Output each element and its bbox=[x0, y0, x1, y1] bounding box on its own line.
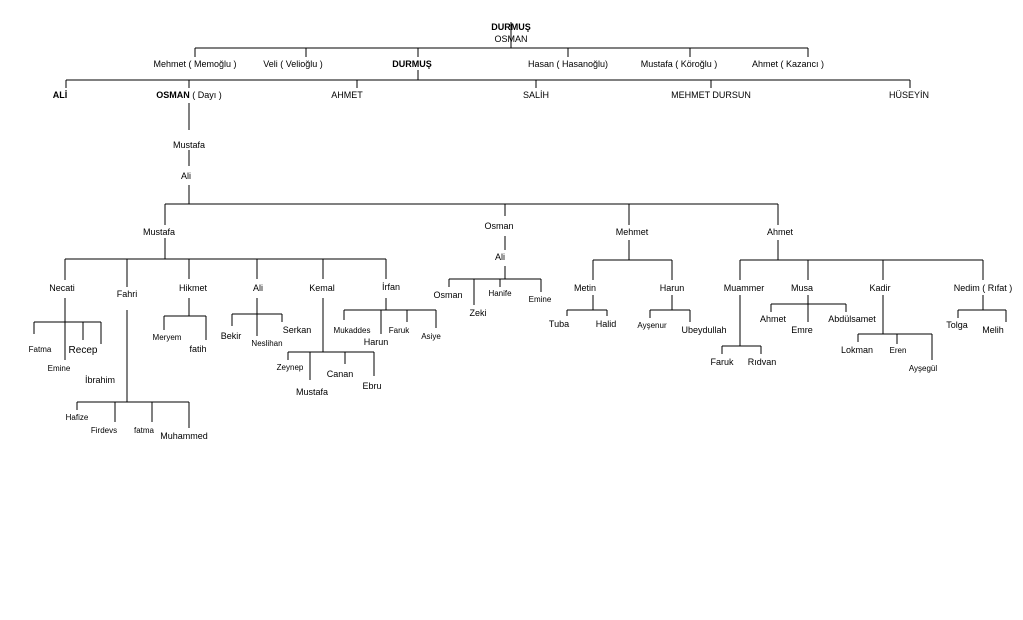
node-recep: Recep bbox=[68, 345, 98, 356]
node-irfan: İrfan bbox=[381, 282, 401, 292]
osman-name: OSMAN bbox=[156, 90, 190, 100]
node-fahri: Fahri bbox=[116, 289, 138, 299]
node-kemal: Kemal bbox=[309, 283, 335, 293]
node-muammer: Muammer bbox=[723, 283, 765, 293]
node-muhammed: Muhammed bbox=[160, 431, 208, 441]
node-necati: Necati bbox=[49, 283, 75, 293]
node-abdulsamet: Abdülsamet bbox=[828, 314, 876, 324]
node-ali-upper: ALİ bbox=[52, 90, 68, 100]
node-durmus: DURMUŞ bbox=[392, 59, 432, 69]
node-meryem: Meryem bbox=[152, 333, 182, 342]
node-kadir: Kadir bbox=[869, 283, 891, 293]
node-ahmet-upper: AHMET bbox=[331, 90, 363, 100]
node-emine-necati: Emine bbox=[47, 364, 71, 373]
node-ridvan: Rıdvan bbox=[747, 357, 777, 367]
node-mustafa-gen3: Mustafa bbox=[172, 140, 206, 150]
node-emine-osman: Emine bbox=[528, 295, 552, 304]
node-aysegul: Ayşegül bbox=[908, 364, 938, 373]
node-faruk-irfan: Faruk bbox=[388, 326, 410, 335]
node-metin: Metin bbox=[573, 283, 597, 293]
node-ubeydullah: Ubeydullah bbox=[681, 325, 727, 335]
node-bekir: Bekir bbox=[220, 331, 242, 341]
node-ahmet-kazanci: Ahmet ( Kazancı ) bbox=[751, 59, 825, 69]
node-ibrahim: İbrahim bbox=[84, 375, 116, 385]
node-ebru: Ebru bbox=[362, 381, 382, 391]
node-emre: Emre bbox=[791, 325, 813, 335]
node-mehmet-gen4: Mehmet bbox=[615, 227, 649, 237]
node-fatih: fatih bbox=[189, 344, 207, 354]
node-ahmet-musa-son: Ahmet bbox=[759, 314, 787, 324]
node-serkan: Serkan bbox=[282, 325, 312, 335]
node-mehmet-dursun: MEHMET DURSUN bbox=[671, 90, 751, 100]
node-musa: Musa bbox=[790, 283, 814, 293]
node-hanife: Hanife bbox=[488, 289, 512, 298]
node-faruk-muammer: Faruk bbox=[710, 357, 734, 367]
node-veli-velioglu: Veli ( Velioğlu ) bbox=[263, 59, 323, 69]
osman-nickname: ( Dayı ) bbox=[189, 90, 222, 100]
node-halid: Halid bbox=[595, 319, 617, 329]
node-fatma-fahri: fatma bbox=[133, 426, 155, 435]
node-osman-gen6: Osman bbox=[433, 290, 463, 300]
node-lokman: Lokman bbox=[840, 345, 874, 355]
node-zeynep: Zeynep bbox=[276, 363, 304, 372]
node-hafize: Hafize bbox=[65, 413, 89, 422]
node-asiye: Asiye bbox=[421, 332, 441, 341]
node-mustafa-koroglu: Mustafa ( Köroğlu ) bbox=[640, 59, 718, 69]
node-nedim-rifat: Nedim ( Rıfat ) bbox=[953, 283, 1013, 293]
node-tolga: Tolga bbox=[946, 320, 968, 330]
node-fatma-necati: Fatma bbox=[28, 345, 52, 354]
node-mustafa-gen4: Mustafa bbox=[142, 227, 176, 237]
node-osman-gen4: Osman bbox=[484, 221, 514, 231]
node-harun-irfan: Harun bbox=[363, 337, 389, 347]
node-ali-gen3: Ali bbox=[180, 171, 192, 181]
node-mukaddes: Mukaddes bbox=[333, 326, 371, 335]
node-osman-son-ali: Ali bbox=[494, 252, 506, 262]
node-mehmet-memoglu: Mehmet ( Memoğlu ) bbox=[153, 59, 237, 69]
node-hasan-hasanoglu: Hasan ( Hasanoğlu) bbox=[527, 59, 609, 69]
node-tuba: Tuba bbox=[548, 319, 570, 329]
node-osman-dayi: OSMAN ( Dayı ) bbox=[156, 91, 222, 100]
root-surname: OSMAN bbox=[494, 34, 528, 44]
root-name: DURMUŞ bbox=[491, 22, 531, 32]
node-eren: Eren bbox=[889, 346, 907, 355]
node-neslihan: Neslihan bbox=[251, 339, 283, 348]
node-canan: Canan bbox=[326, 369, 354, 379]
node-harun-mehmet: Harun bbox=[659, 283, 685, 293]
node-firdevs: Firdevs bbox=[90, 426, 118, 435]
node-ali-mustafa-son: Ali bbox=[252, 283, 264, 293]
node-hikmet: Hikmet bbox=[178, 283, 208, 293]
node-huseyin: HÜSEYİN bbox=[888, 90, 930, 100]
node-melih: Melih bbox=[982, 325, 1004, 335]
node-mustafa-kemal-son: Mustafa bbox=[295, 387, 329, 397]
node-salih: SALİH bbox=[522, 90, 550, 100]
node-ahmet-gen4: Ahmet bbox=[766, 227, 794, 237]
node-aysenur: Ayşenur bbox=[637, 321, 667, 330]
node-zeki: Zeki bbox=[469, 308, 487, 318]
